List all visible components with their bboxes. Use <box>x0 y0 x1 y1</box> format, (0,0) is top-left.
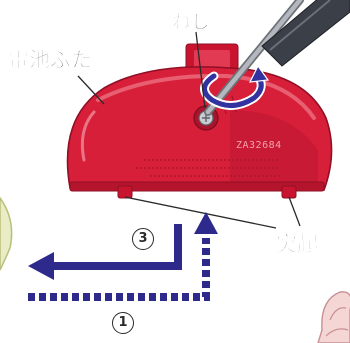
counterclockwise-rotation-icon <box>200 64 270 110</box>
battery-cover <box>66 43 333 199</box>
cover-model-imprint: ZA32684 <box>236 140 282 151</box>
step-3-arrow <box>28 224 182 280</box>
protrusion-leader-line-right <box>288 196 301 227</box>
protrusion-leader-line-left <box>124 196 277 229</box>
leaf-decoration <box>0 196 13 271</box>
step-3-marker: 3 <box>132 228 154 250</box>
screwdriver <box>204 0 350 116</box>
flower-decoration <box>317 291 350 343</box>
step-1-marker: 1 <box>112 312 134 334</box>
battery-cover-label: 電池ぶた <box>8 48 93 73</box>
right-protrusion <box>281 185 297 199</box>
left-protrusion <box>117 185 133 199</box>
embossed-text-lines <box>136 159 280 177</box>
battery-cover-leader-line <box>77 75 105 105</box>
step-1-arrow <box>28 212 218 301</box>
protrusion-label: 突起 <box>276 232 319 257</box>
screw-label: ねじ <box>172 11 211 34</box>
screw-leader-line <box>195 31 206 109</box>
